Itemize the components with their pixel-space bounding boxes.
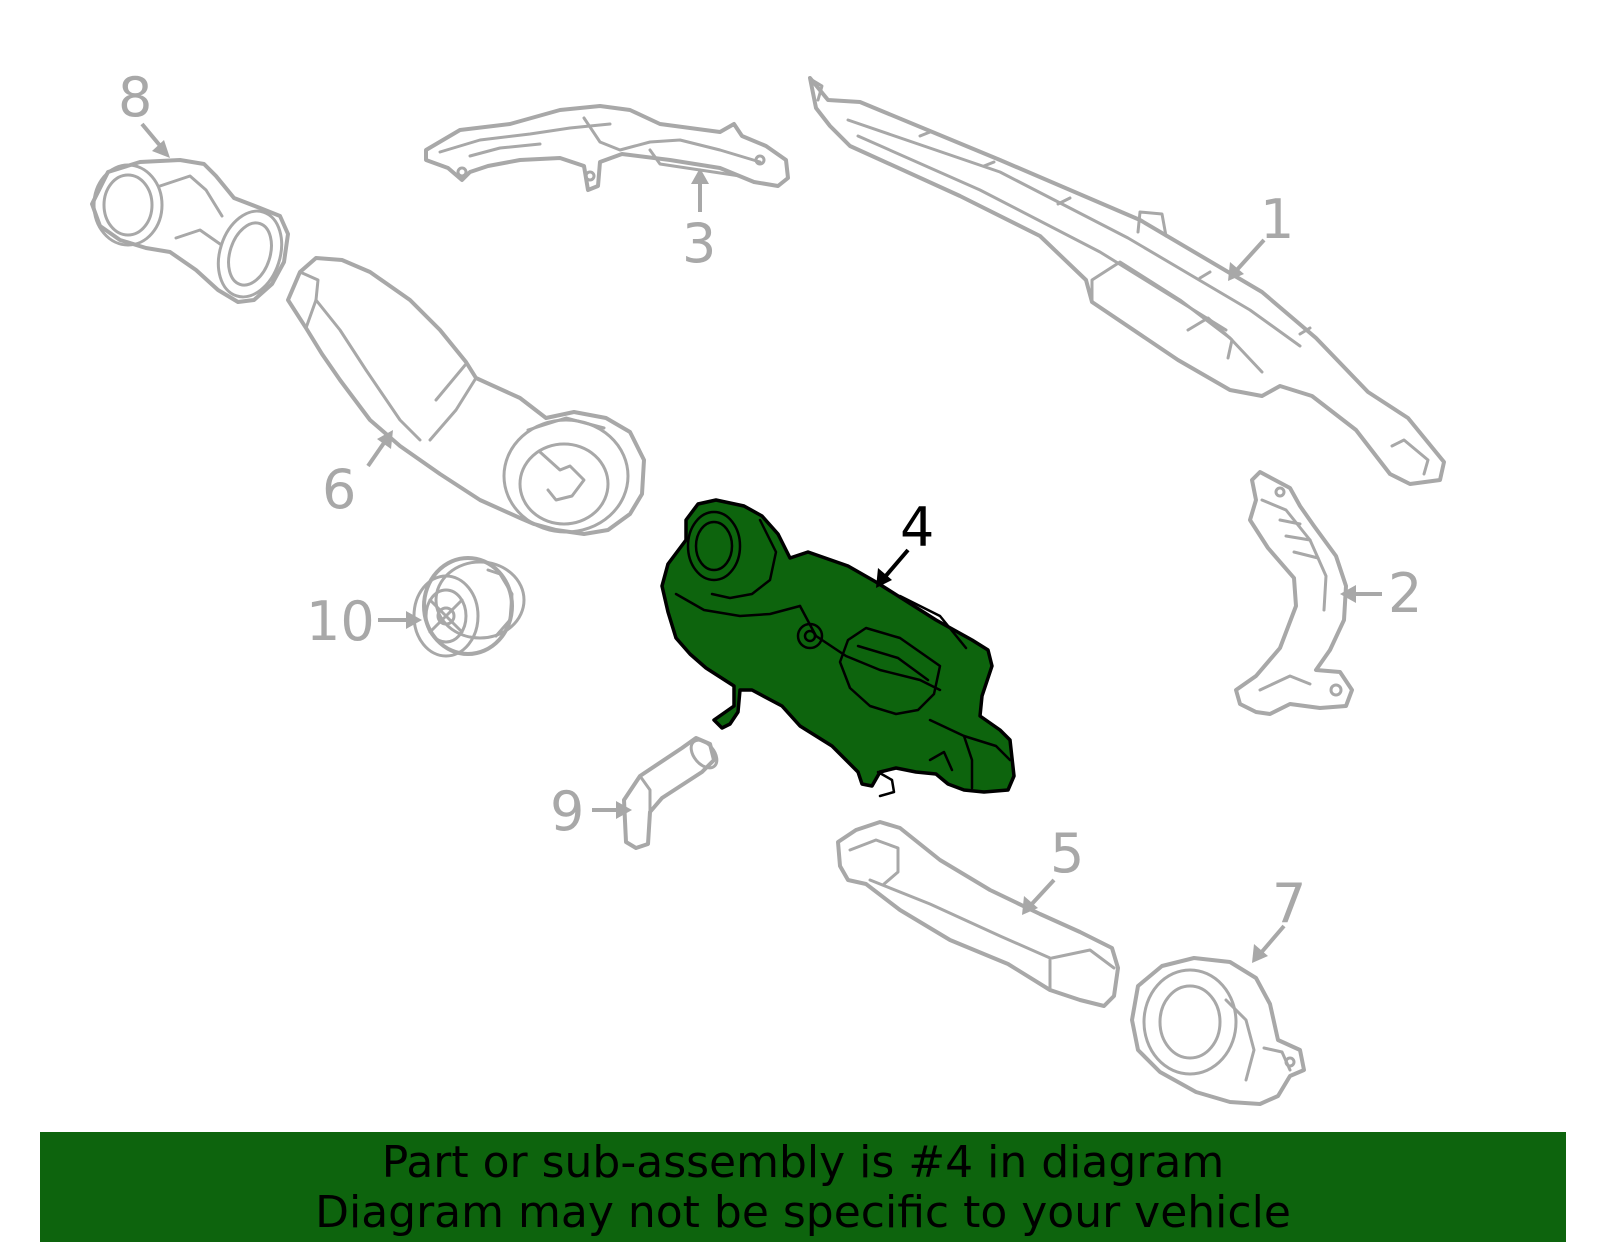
leader-arrows [140, 122, 1382, 963]
callout-9: 9 [550, 780, 584, 843]
part-6-curved-duct[interactable] [286, 256, 646, 536]
callout-2: 2 [1388, 562, 1422, 625]
part-8-left-vent[interactable] [90, 158, 292, 305]
callout-1: 1 [1260, 188, 1294, 251]
banner-disclaimer-text: Diagram may not be specific to your vehi… [315, 1187, 1291, 1238]
callout-8: 8 [118, 66, 152, 129]
part-1-crossmember-duct[interactable] [808, 76, 1446, 486]
banner-part-number-text: Part or sub-assembly is #4 in diagram [381, 1137, 1225, 1188]
callout-5: 5 [1050, 822, 1084, 885]
part-4-housing-highlighted[interactable] [660, 498, 1016, 798]
callout-6: 6 [322, 458, 356, 521]
info-banner: Part or sub-assembly is #4 in diagram Di… [40, 1132, 1566, 1242]
callout-10: 10 [306, 590, 375, 653]
part-2-side-bracket[interactable] [1234, 470, 1354, 716]
part-9-elbow-tube[interactable] [622, 735, 722, 850]
part-10-round-vent[interactable] [412, 556, 526, 658]
callout-7: 7 [1272, 872, 1306, 935]
callout-3: 3 [682, 212, 716, 275]
callout-4: 4 [900, 496, 934, 559]
part-5-lower-duct[interactable] [836, 820, 1120, 1008]
part-3-center-upper-duct[interactable] [424, 104, 790, 192]
part-7-lower-right-vent[interactable] [1130, 956, 1306, 1106]
